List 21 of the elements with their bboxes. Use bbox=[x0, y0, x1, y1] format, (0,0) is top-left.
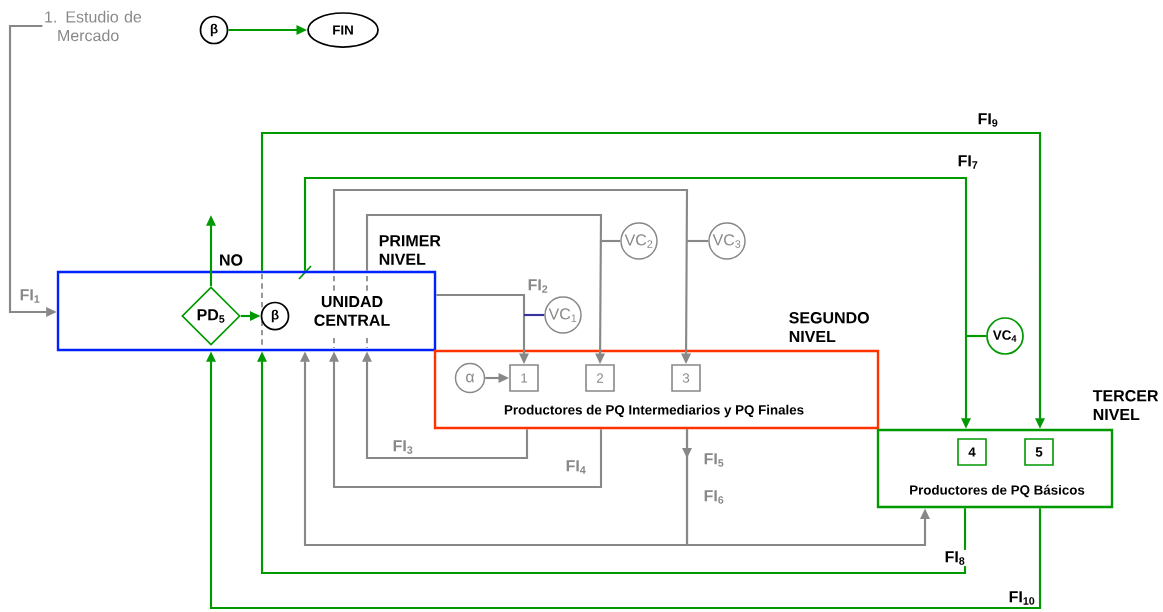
unit-square: 2 bbox=[585, 364, 615, 392]
edge-label: FI$_{3}$ bbox=[391, 438, 415, 456]
edge-label: NO bbox=[217, 253, 245, 267]
edge-label: FI$_{7}$ bbox=[956, 153, 980, 171]
arrow bbox=[685, 429, 930, 547]
edge-label: FI$_{6}$ bbox=[702, 488, 726, 506]
level-label: PRIMER NIVEL bbox=[379, 235, 441, 265]
unit-square: 3 bbox=[671, 364, 701, 392]
edge-label: FI$_{10}$ bbox=[1007, 589, 1037, 607]
edge-label: FI$_{5}$ bbox=[702, 451, 726, 469]
edge-label: FI$_{1}$ bbox=[18, 287, 42, 305]
unit-square: 4 bbox=[957, 438, 987, 466]
edge-label: FI$_{4}$ bbox=[564, 458, 588, 476]
level-label: TERCER NIVEL bbox=[1092, 390, 1159, 420]
unit-square: 1 bbox=[509, 364, 539, 392]
edge-label: FI$_{2}$ bbox=[526, 277, 550, 295]
process-label: 1. Estudio de Mercado bbox=[45, 10, 142, 42]
edge-label: FI$_{8}$ bbox=[943, 549, 967, 567]
edge-label: FI$_{9}$ bbox=[976, 111, 1000, 129]
unit-square: 5 bbox=[1024, 438, 1054, 466]
level-label: SEGUNDO NIVEL bbox=[789, 312, 869, 342]
